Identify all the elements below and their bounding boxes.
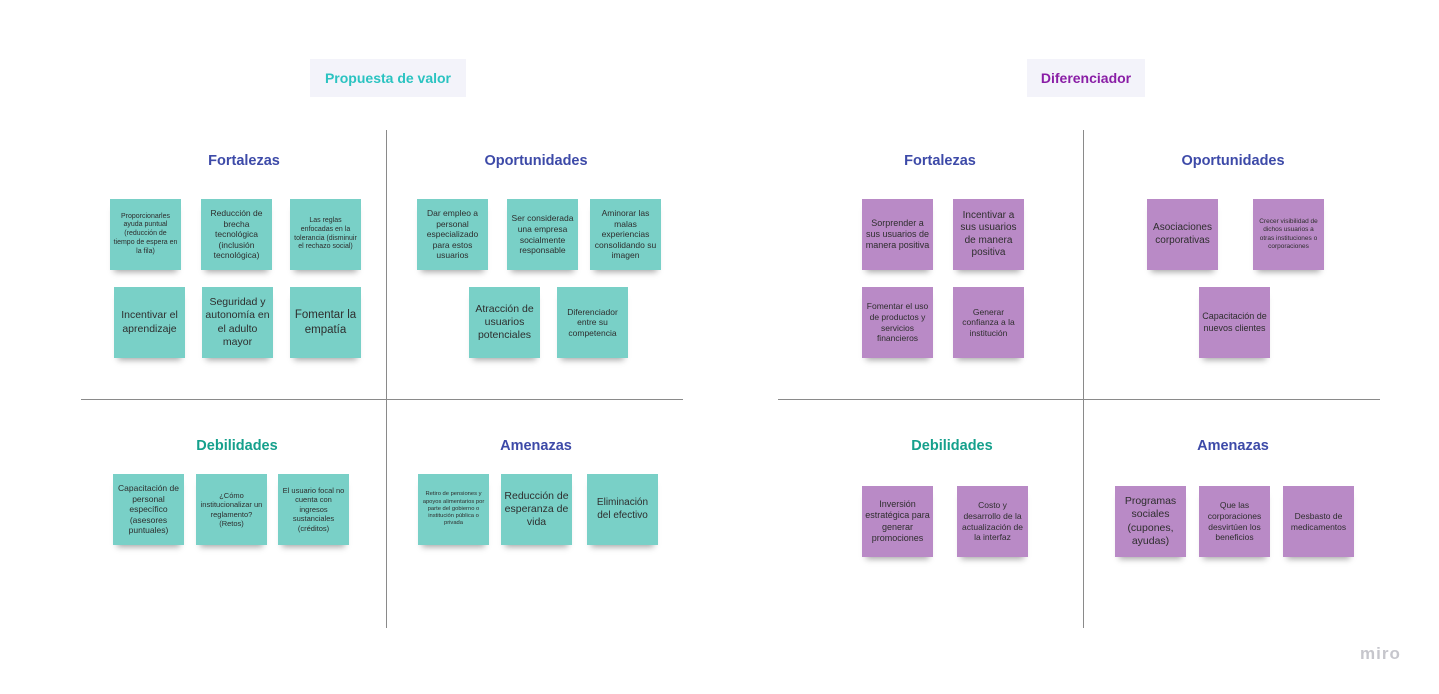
left-horizontal-axis bbox=[81, 399, 683, 400]
right-amenazas-heading: Amenazas bbox=[1197, 438, 1269, 454]
sticky-note[interactable]: Generar confianza a la institución bbox=[953, 287, 1024, 358]
sticky-note[interactable]: Eliminación del efectivo bbox=[587, 474, 658, 545]
sticky-note[interactable]: Desbasto de medicamentos bbox=[1283, 486, 1354, 557]
sticky-note[interactable]: Costo y desarrollo de la actualización d… bbox=[957, 486, 1028, 557]
left-fortalezas-heading: Fortalezas bbox=[208, 153, 280, 169]
sticky-note[interactable]: Reducción de esperanza de vida bbox=[501, 474, 572, 545]
left-amenazas-heading: Amenazas bbox=[500, 438, 572, 454]
sticky-note[interactable]: El usuario focal no cuenta con ingresos … bbox=[278, 474, 349, 545]
sticky-note[interactable]: Fomentar el uso de productos y servicios… bbox=[862, 287, 933, 358]
sticky-note[interactable]: Crecer visibilidad de dichos usuarios a … bbox=[1253, 199, 1324, 270]
left-oportunidades-heading: Oportunidades bbox=[484, 153, 588, 169]
left-debilidades-heading: Debilidades bbox=[196, 438, 278, 454]
right-horizontal-axis bbox=[778, 399, 1380, 400]
sticky-note[interactable]: Asociaciones corporativas bbox=[1147, 199, 1218, 270]
sticky-note[interactable]: Atracción de usuarios potenciales bbox=[469, 287, 540, 358]
right-board-title: Diferenciador bbox=[1027, 59, 1145, 97]
right-oportunidades-heading: Oportunidades bbox=[1181, 153, 1285, 169]
sticky-note[interactable]: Incentivar a sus usuarios de manera posi… bbox=[953, 199, 1024, 270]
sticky-note[interactable]: Reducción de brecha tecnológica (inclusi… bbox=[201, 199, 272, 270]
left-board-title: Propuesta de valor bbox=[310, 59, 466, 97]
sticky-note[interactable]: Capacitación de personal específico (ase… bbox=[113, 474, 184, 545]
sticky-note[interactable]: Seguridad y autonomía en el adulto mayor bbox=[202, 287, 273, 358]
sticky-note[interactable]: Incentivar el aprendizaje bbox=[114, 287, 185, 358]
sticky-note[interactable]: ¿Cómo institucionalizar un reglamento? (… bbox=[196, 474, 267, 545]
sticky-note[interactable]: Retiro de pensiones y apoyos alimentario… bbox=[418, 474, 489, 545]
miro-logo: miro bbox=[1360, 644, 1401, 663]
right-fortalezas-heading: Fortalezas bbox=[904, 153, 976, 169]
sticky-note[interactable]: Inversión estratégica para generar promo… bbox=[862, 486, 933, 557]
right-debilidades-heading: Debilidades bbox=[911, 438, 993, 454]
sticky-note[interactable]: Programas sociales (cupones, ayudas) bbox=[1115, 486, 1186, 557]
sticky-note[interactable]: Aminorar las malas experiencias consolid… bbox=[590, 199, 661, 270]
sticky-note[interactable]: Que las corporaciones desvirtúen los ben… bbox=[1199, 486, 1270, 557]
sticky-note[interactable]: Ser considerada una empresa socialmente … bbox=[507, 199, 578, 270]
sticky-note[interactable]: Sorprender a sus usuarios de manera posi… bbox=[862, 199, 933, 270]
left-vertical-axis bbox=[386, 130, 387, 628]
sticky-note[interactable]: Las reglas enfocadas en la tolerancia (d… bbox=[290, 199, 361, 270]
right-vertical-axis bbox=[1083, 130, 1084, 628]
sticky-note[interactable]: Diferenciador entre su competencia bbox=[557, 287, 628, 358]
sticky-note[interactable]: Dar empleo a personal especializado para… bbox=[417, 199, 488, 270]
sticky-note[interactable]: Capacitación de nuevos clientes bbox=[1199, 287, 1270, 358]
sticky-note[interactable]: Fomentar la empatía bbox=[290, 287, 361, 358]
sticky-note[interactable]: Proporcionarles ayuda puntual (reducción… bbox=[110, 199, 181, 270]
